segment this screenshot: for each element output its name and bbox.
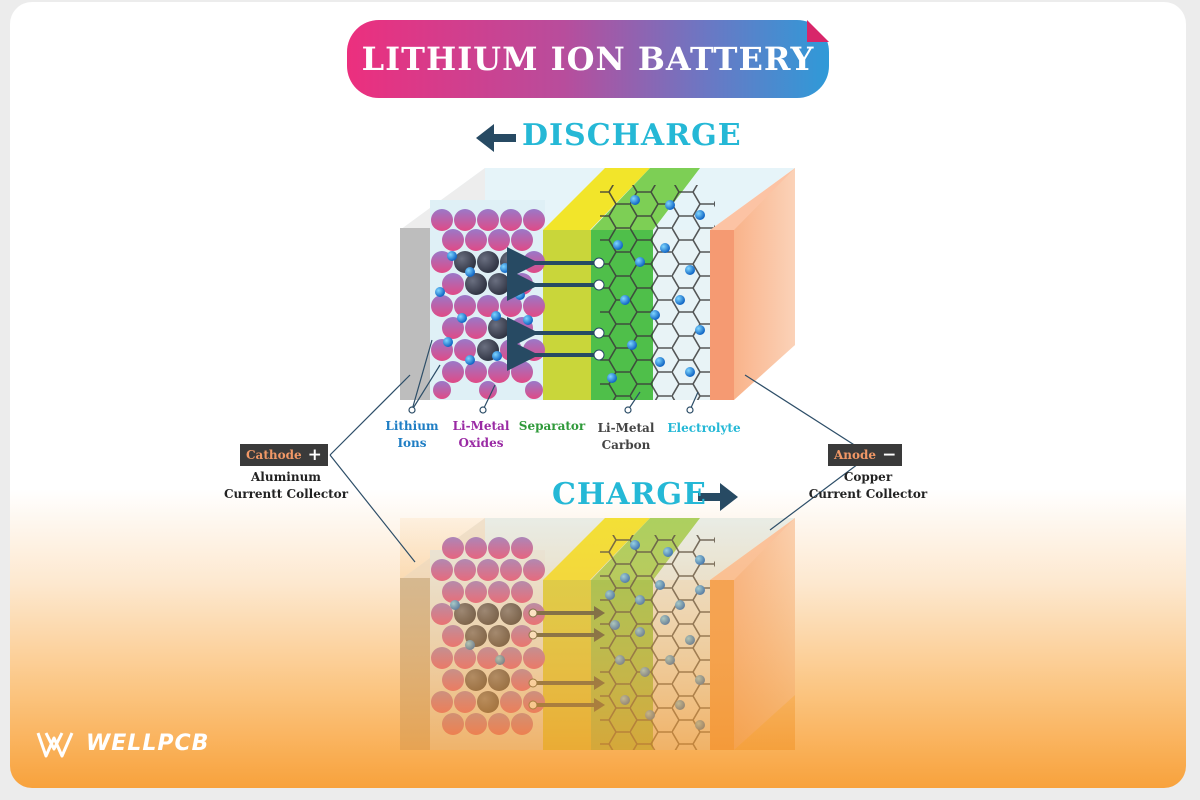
cathode-collector-top [400, 228, 430, 400]
separator-top [543, 230, 591, 400]
minus-icon: − [882, 445, 897, 465]
charge-arrow-icon [698, 483, 738, 511]
anode-collector-line1: Copper [843, 470, 893, 484]
cathode-tag: Cathode + [240, 444, 328, 466]
li-metal-carbon-line2: Carbon [601, 438, 651, 452]
anode-collector-top [710, 230, 734, 400]
discharge-arrow-icon [476, 124, 516, 152]
li-metal-oxides-line2: Oxides [458, 436, 504, 450]
lithium-ions-label: Lithium Ions [372, 418, 452, 452]
anode-collector-label: Copper Current Collector [800, 469, 936, 503]
anode-tag-label: Anode [834, 448, 877, 462]
li-metal-oxides-label: Li-Metal Oxides [441, 418, 521, 452]
discharge-battery [400, 168, 795, 400]
cathode-collector-line1: Aluminum [251, 470, 321, 484]
li-metal-carbon-label: Li-Metal Carbon [586, 420, 666, 454]
li-metal-oxides-line1: Li-Metal [452, 419, 510, 433]
banner-fold [807, 20, 829, 42]
plus-icon: + [307, 445, 322, 465]
separator-label: Separator [518, 419, 586, 433]
electrolyte-label: Electrolyte [667, 421, 741, 435]
li-metal-carbon-line1: Li-Metal [597, 421, 655, 435]
wellpcb-logo-icon [36, 732, 74, 758]
anode-tag: Anode − [828, 444, 903, 466]
charge-label: CHARGE [552, 477, 707, 512]
anode-collector-line2: Current Collector [808, 487, 928, 501]
cathode-collector-line2: Currentt Collector [223, 487, 349, 501]
discharge-label: DISCHARGE [522, 118, 742, 153]
cathode-collector-label: Aluminum Currentt Collector [218, 469, 354, 503]
title-banner: LITHIUM ION BATTERY [347, 20, 829, 98]
lithium-ions-line2: Ions [397, 436, 427, 450]
cathode-tag-label: Cathode [246, 448, 302, 462]
page-title: LITHIUM ION BATTERY [361, 40, 815, 78]
charge-battery [400, 518, 795, 750]
lithium-ions-line1: Lithium [385, 419, 439, 433]
wellpcb-logo: WELLPCB [86, 731, 210, 756]
